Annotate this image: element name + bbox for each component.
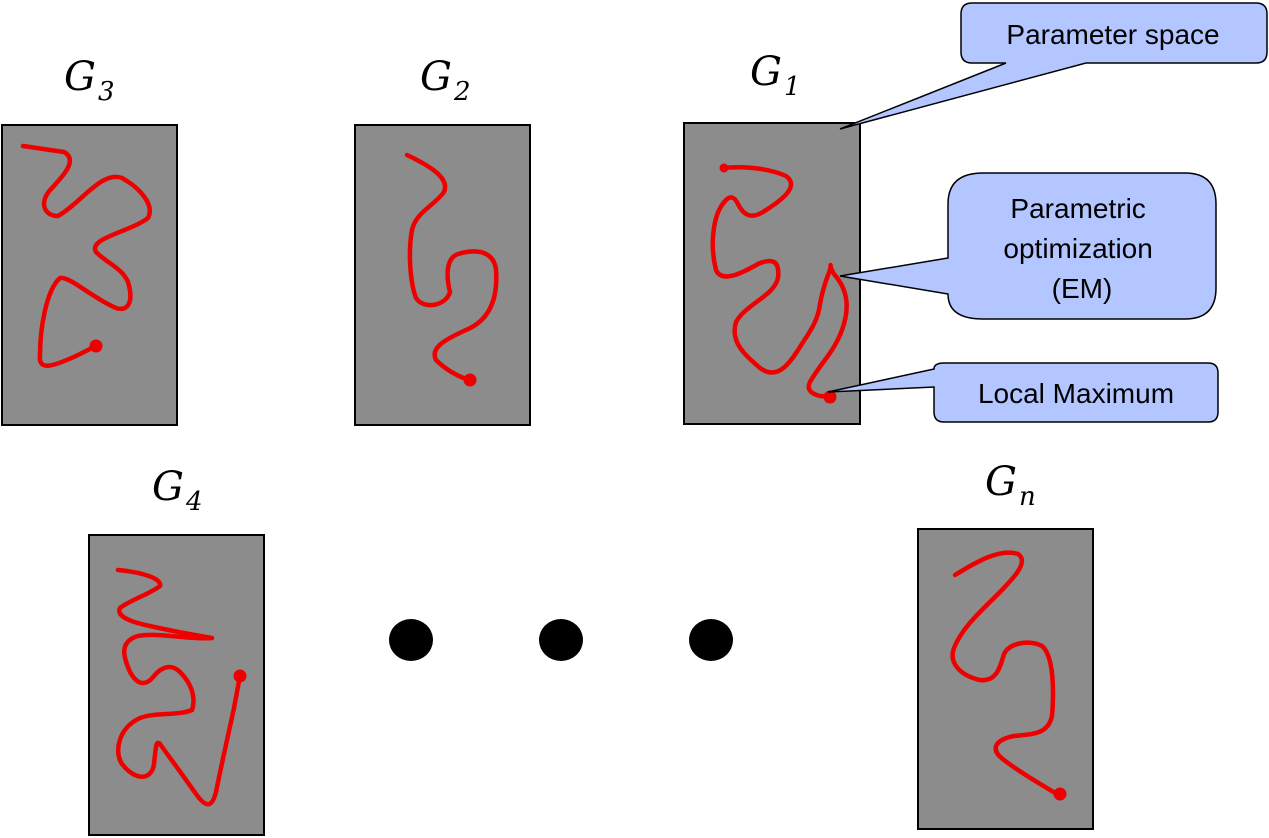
panel-g3-trajectory [20, 143, 152, 368]
panel-g2-endpoint [463, 373, 477, 387]
panel-g1-endpoint [823, 390, 837, 404]
callout-parametric-optimization-text: Parametric optimization (EM) [1003, 193, 1160, 304]
callout-parametric-optimization-line-2: optimization [1003, 233, 1152, 264]
panel-g1-letter: G [750, 49, 782, 95]
panel-gn-letter: G [985, 459, 1017, 505]
ellipsis-dot-1 [389, 619, 433, 661]
panel-gn-subscript: n [1019, 482, 1036, 512]
panel-gn-endpoint [1053, 787, 1067, 801]
ellipsis-dot-3 [689, 619, 733, 661]
panel-g2-trajectory [404, 152, 499, 383]
callout-local-maximum-shape [827, 362, 1219, 423]
callout-local-maximum-text: Local Maximum [978, 378, 1174, 409]
panel-g3: G3 [1, 54, 178, 426]
panel-g2-letter: G [420, 54, 452, 100]
panel-g2-subscript: 2 [453, 77, 471, 107]
callout-parametric-optimization-shape [839, 172, 1217, 320]
panel-g1-startpoint [719, 163, 729, 173]
callout-parameter-space-shape [839, 2, 1268, 130]
panel-g1-label: G1 [750, 49, 801, 102]
callout-parametric-optimization-line-3: (EM) [1052, 273, 1113, 304]
panel-g1: G1 [683, 49, 861, 425]
panel-g1-trajectory [710, 165, 849, 400]
panel-g3-label: G3 [64, 54, 115, 107]
panel-g4-box [88, 534, 265, 836]
panel-gn-trajectory [950, 550, 1063, 799]
callout-parameter-space-text: Parameter space [1006, 19, 1219, 50]
panel-g4-trajectory [115, 567, 243, 807]
panel-g4-label: G4 [152, 464, 203, 517]
panel-g3-endpoint [89, 339, 103, 353]
panel-g2: G2 [354, 54, 531, 426]
panel-gn: Gn [917, 459, 1094, 830]
panel-g4-letter: G [152, 464, 184, 510]
callout-parametric-optimization-line-1: Parametric [1010, 193, 1145, 224]
panel-gn-label: Gn [985, 459, 1036, 512]
ellipsis-dot-2 [539, 619, 583, 661]
ellipsis [389, 619, 733, 661]
panel-g4-endpoint [233, 669, 247, 683]
panel-g2-label: G2 [420, 54, 471, 107]
panel-g3-box [1, 124, 178, 426]
panel-g3-letter: G [64, 54, 96, 100]
panel-g4: G4 [88, 464, 265, 836]
panel-g2-box [354, 124, 531, 426]
panel-g3-subscript: 3 [98, 77, 115, 107]
callout-local-maximum: Local Maximum [827, 362, 1219, 423]
panel-g4-subscript: 4 [185, 487, 203, 517]
callout-parametric-optimization: Parametric optimization (EM) [839, 172, 1217, 320]
panel-g1-subscript: 1 [784, 72, 801, 102]
panel-gn-box [917, 528, 1094, 830]
callout-parameter-space: Parameter space [839, 2, 1268, 130]
